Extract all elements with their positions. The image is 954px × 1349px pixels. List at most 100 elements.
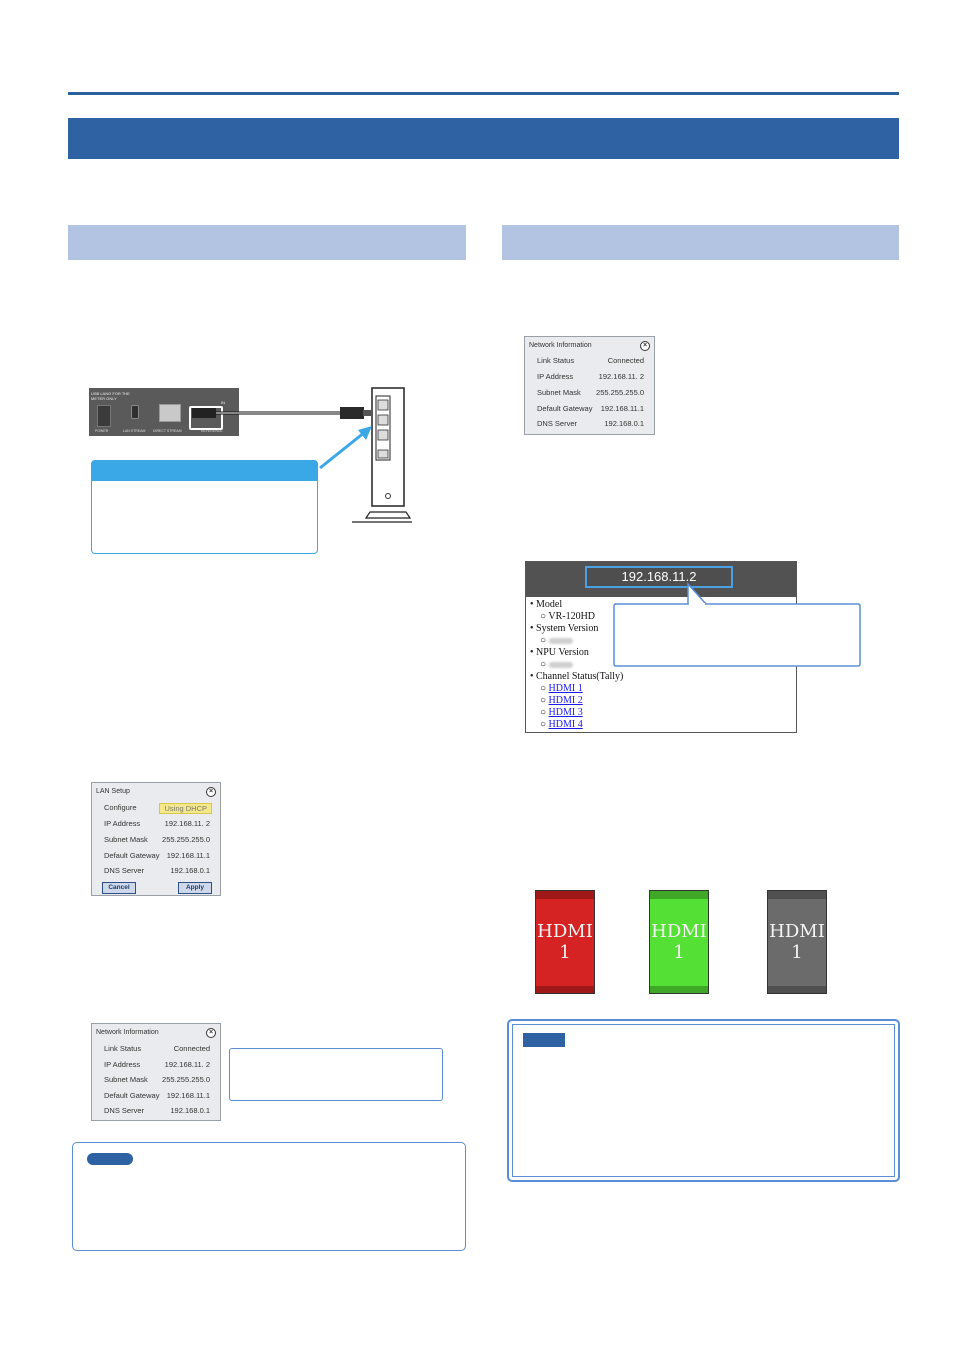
hdmi1-item: ○ HDMI 1 — [540, 683, 583, 694]
cable-plug-left — [192, 408, 216, 418]
web-page-header: 192.168.11.2 — [526, 562, 796, 597]
lan-row-ip: IP Address 192.168.11. 2 — [104, 819, 210, 829]
phone-bottom-bar — [768, 986, 826, 993]
dns-value[interactable]: 192.168.0.1 — [170, 866, 210, 875]
tally-label: HDMI 1 — [537, 921, 593, 963]
model-value: VR-120HD — [548, 611, 596, 622]
ip-note-callout — [229, 1048, 443, 1101]
lan-row-gateway: Default Gateway 192.168.11.1 — [104, 851, 210, 861]
npu-version-item: • NPU Version — [530, 647, 589, 658]
network-info-panel-right: Network Information × Link Status Connec… — [524, 336, 655, 435]
close-icon[interactable]: × — [206, 787, 216, 797]
row-value: 192.168.11.1 — [166, 1091, 210, 1100]
reference-label: REFERENCE — [201, 429, 223, 433]
lan-row-dns: DNS Server 192.168.0.1 — [104, 866, 210, 876]
npu-version-label: NPU Version — [536, 647, 589, 658]
lan-cable-diagram — [192, 387, 412, 523]
net-row-subnet: Subnet Mask 255.255.255.0 — [537, 388, 644, 398]
hdmi4-item: ○ HDMI 4 — [540, 719, 583, 730]
channel-status-label: Channel Status(Tally) — [536, 671, 624, 682]
device-top-label: USB LANG FOR THE METER ONLY — [91, 391, 130, 401]
net-row-gateway: Default Gateway 192.168.11.1 — [537, 404, 644, 414]
hdmi2-item: ○ HDMI 2 — [540, 695, 583, 706]
direct-stream-port — [159, 404, 181, 422]
power-switch — [97, 405, 111, 427]
power-label: POWER — [95, 429, 109, 433]
hdmi3-link[interactable]: HDMI 3 — [548, 707, 583, 718]
router-callout-header — [92, 461, 317, 481]
row-value: 192.168.0.1 — [170, 1106, 210, 1115]
direct-stream-label: DIRECT STREAM — [153, 429, 182, 433]
gateway-value[interactable]: 192.168.11.1 — [166, 851, 210, 860]
lan-port-highlight — [189, 406, 223, 430]
hdmi1-link[interactable]: HDMI 1 — [548, 683, 583, 694]
row-label: Link Status — [104, 1044, 142, 1053]
lan-row-configure: Configure Using DHCP — [104, 803, 212, 814]
hdmi3-item: ○ HDMI 3 — [540, 707, 583, 718]
net-row-dns: DNS Server 192.168.0.1 — [104, 1106, 210, 1116]
row-label: Subnet Mask — [104, 1075, 148, 1084]
row-label: DNS Server — [104, 866, 145, 875]
tally-phone-red: HDMI 1 — [535, 890, 595, 994]
phone-status-bar — [768, 891, 826, 899]
lan-setup-title: LAN Setup — [96, 788, 130, 795]
memo-tag — [87, 1153, 133, 1165]
phone-status-bar — [536, 891, 594, 899]
model-value-item: ○ VR-120HD — [540, 611, 596, 622]
network-info-title: Network Information — [96, 1029, 159, 1036]
tally-label: HDMI 1 — [769, 921, 825, 963]
row-value: 255.255.255.0 — [596, 388, 644, 397]
pointer-arrowhead — [358, 426, 372, 440]
lan-stream-label: LAN STREAM — [123, 429, 146, 433]
phone-bottom-bar — [650, 986, 708, 993]
pointer-arrow — [319, 430, 366, 470]
section-title-bar — [68, 118, 899, 159]
note-box-right — [507, 1019, 900, 1182]
hdmi4-link[interactable]: HDMI 4 — [548, 719, 583, 730]
left-section-bar — [68, 225, 466, 260]
net-row-ip: IP Address 192.168.11. 2 — [537, 372, 644, 382]
row-value: Connected — [173, 1044, 210, 1053]
usb-port — [131, 405, 139, 419]
npu-version-value: ○ — [540, 659, 573, 670]
cancel-button[interactable]: Cancel — [102, 882, 136, 894]
row-label: DNS Server — [104, 1106, 145, 1115]
ip-value[interactable]: 192.168.11. 2 — [164, 819, 210, 828]
row-label: IP Address — [104, 819, 141, 828]
net-row-dns: DNS Server 192.168.0.1 — [537, 419, 644, 429]
net-row-link: Link Status Connected — [537, 356, 644, 366]
phone-status-bar — [650, 891, 708, 899]
ip-address-field[interactable]: 192.168.11.2 — [585, 566, 733, 588]
configure-value[interactable]: Using DHCP — [159, 803, 212, 814]
row-label: Default Gateway — [104, 851, 160, 860]
system-version-value: ○ — [540, 635, 573, 646]
row-label: Link Status — [537, 356, 575, 365]
in-label: IN — [221, 400, 225, 405]
row-label: Default Gateway — [104, 1091, 160, 1100]
tally-phone-gray: HDMI 1 — [767, 890, 827, 994]
network-info-panel-left: Network Information × Link Status Connec… — [91, 1023, 221, 1121]
hdmi2-link[interactable]: HDMI 2 — [548, 695, 583, 706]
tally-label: HDMI 1 — [651, 921, 707, 963]
cable-plug-right — [340, 407, 364, 419]
subnet-value[interactable]: 255.255.255.0 — [162, 835, 210, 844]
row-label: DNS Server — [537, 419, 578, 428]
system-version-label: System Version — [536, 623, 599, 634]
network-info-title: Network Information — [529, 342, 592, 349]
net-row-subnet: Subnet Mask 255.255.255.0 — [104, 1075, 210, 1085]
ip-speech-bubble — [613, 582, 861, 667]
router-callout — [91, 460, 318, 554]
row-label: Configure — [104, 803, 137, 812]
model-item: • Model — [530, 599, 563, 610]
system-version-item: • System Version — [530, 623, 599, 634]
row-label: Subnet Mask — [537, 388, 581, 397]
net-row-gateway: Default Gateway 192.168.11.1 — [104, 1091, 210, 1101]
memo-box-left — [72, 1142, 466, 1251]
note-tag — [523, 1033, 565, 1047]
close-icon[interactable]: × — [206, 1028, 216, 1038]
close-icon[interactable]: × — [640, 341, 650, 351]
row-value: 192.168.11. 2 — [598, 372, 644, 381]
row-value: 192.168.0.1 — [604, 419, 644, 428]
apply-button[interactable]: Apply — [178, 882, 212, 894]
row-label: IP Address — [104, 1060, 141, 1069]
